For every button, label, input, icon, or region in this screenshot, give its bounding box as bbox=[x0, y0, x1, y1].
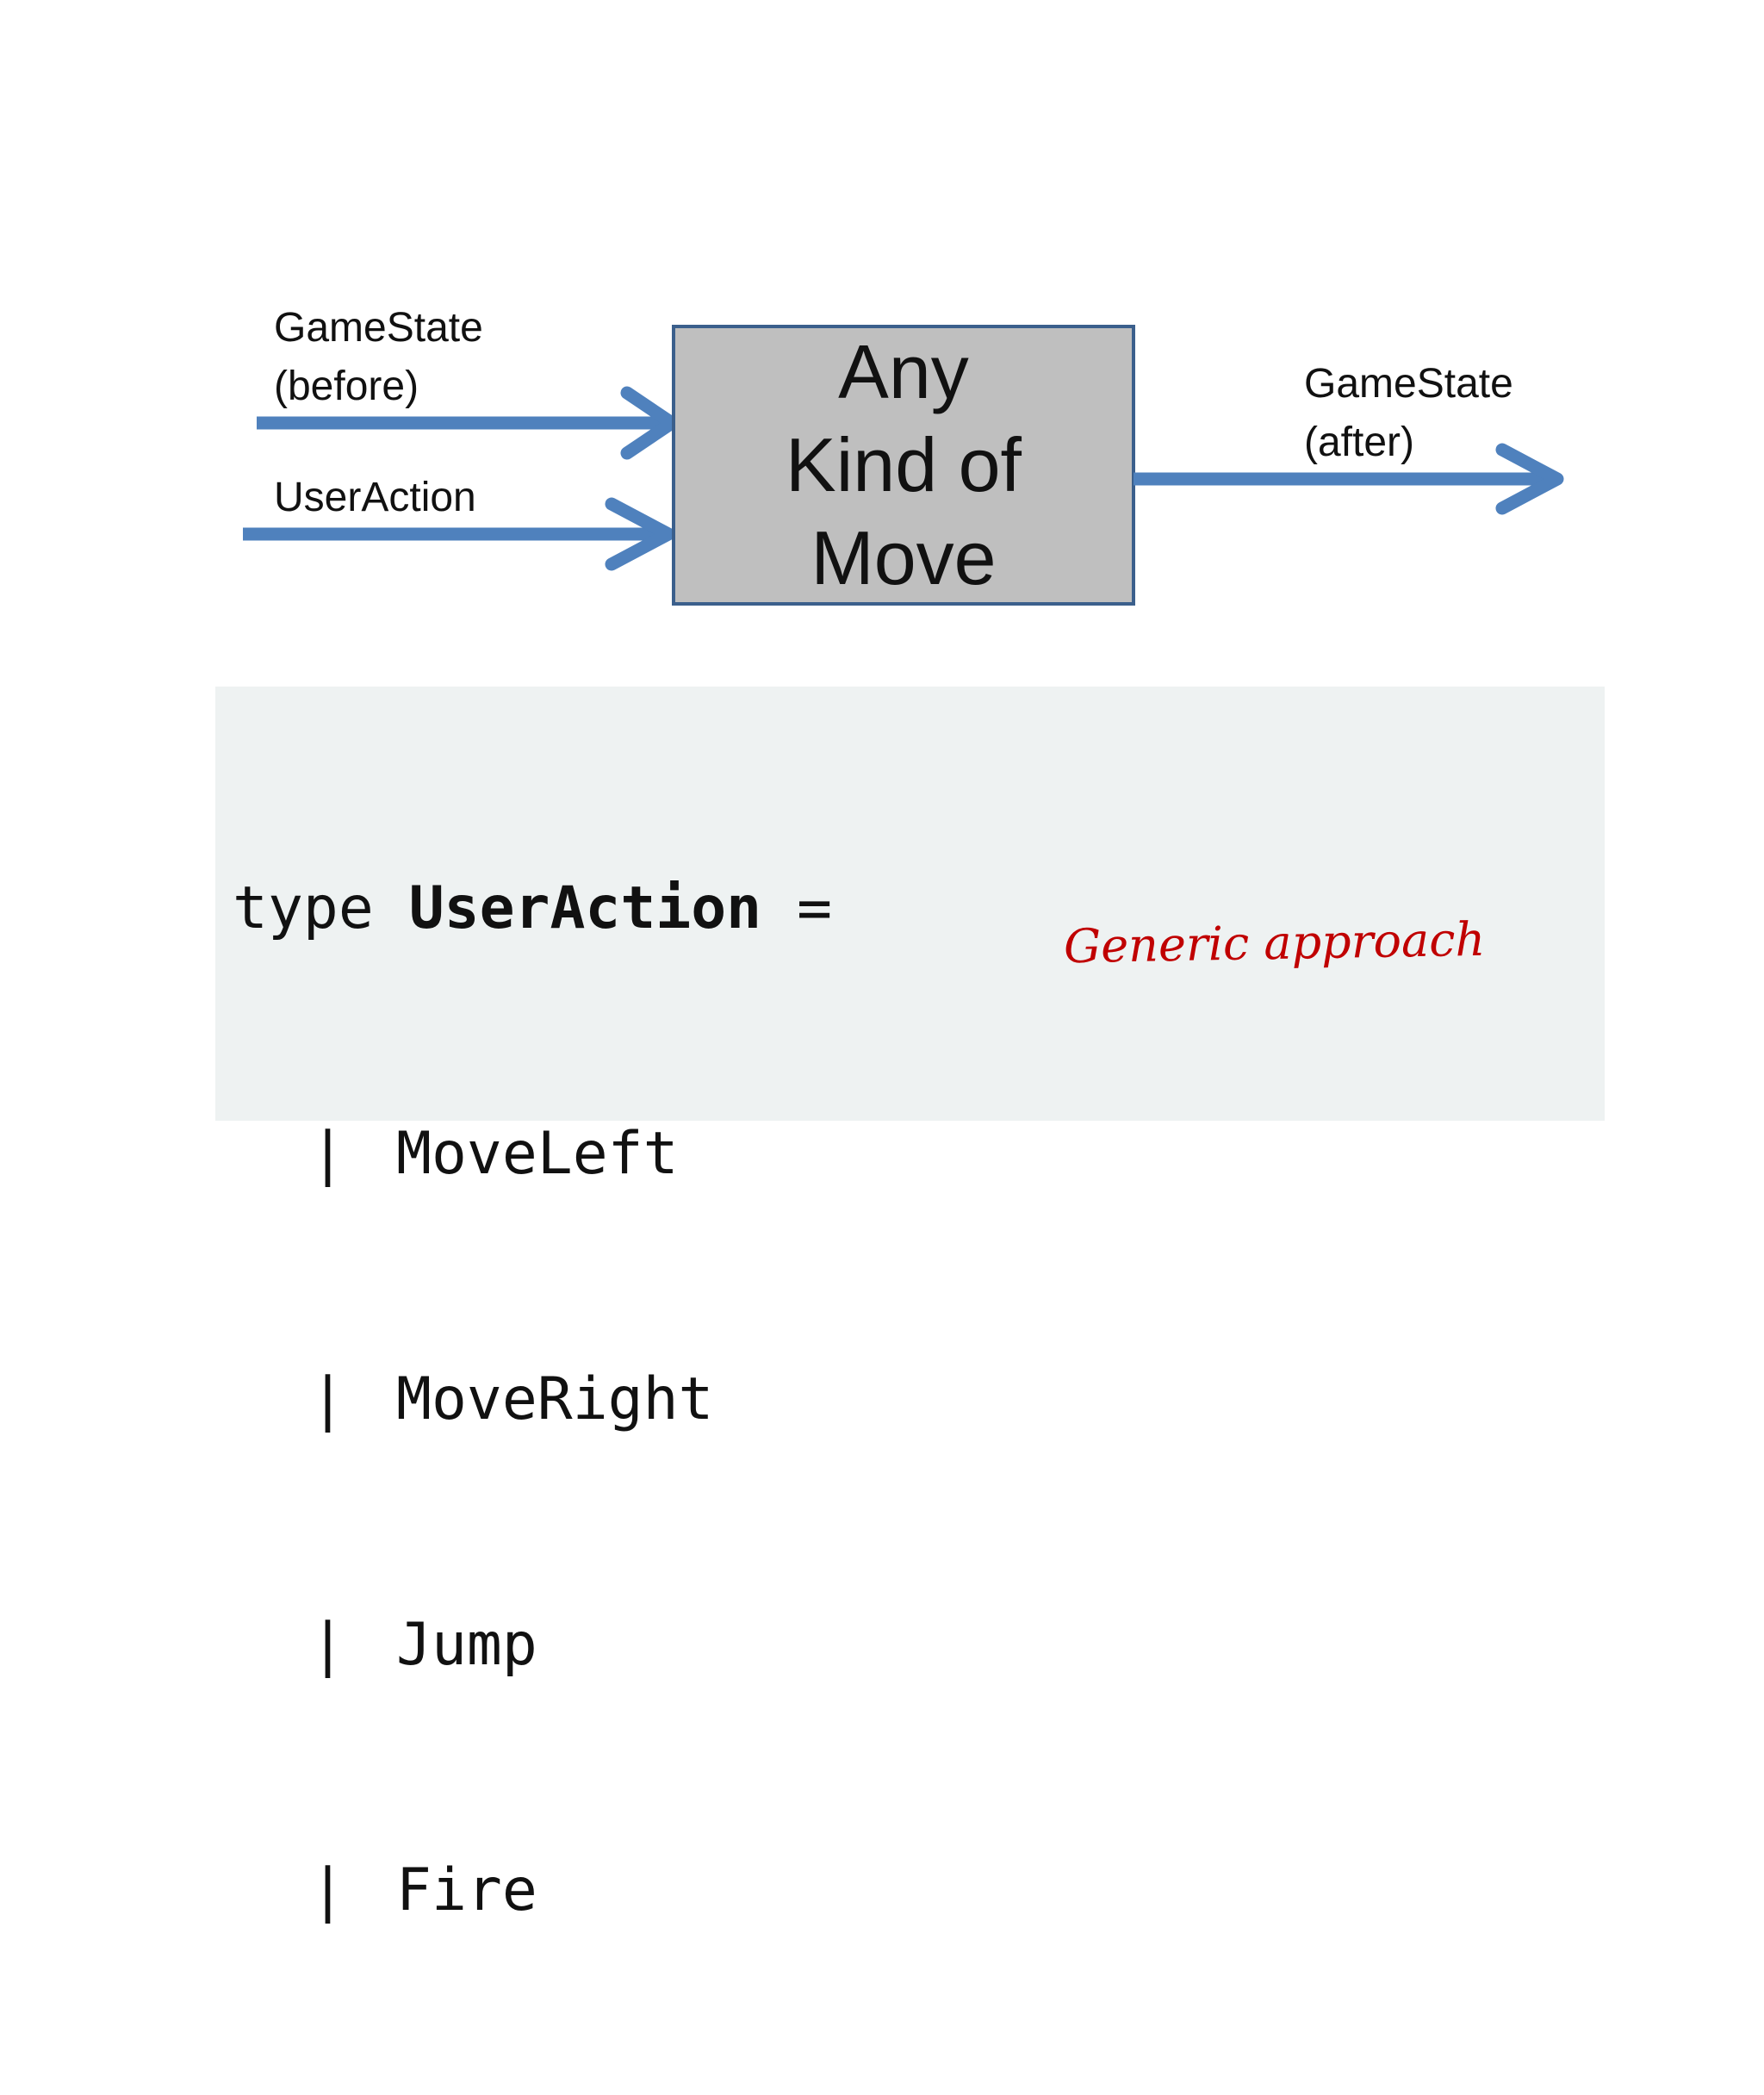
box-line-move: Move bbox=[811, 515, 997, 600]
useraction-label: UserAction bbox=[274, 469, 476, 527]
code-case-label: Fire bbox=[396, 1856, 537, 1924]
code-keyword: type bbox=[233, 874, 374, 942]
useraction-line1: UserAction bbox=[274, 475, 476, 520]
move-diagram bbox=[243, 325, 1564, 606]
code-equals: = bbox=[797, 874, 833, 942]
code-pipe: | bbox=[310, 1611, 345, 1679]
code-case-moveleft: | MoveLeft bbox=[233, 1113, 832, 1195]
gamestate-before-line2: (before) bbox=[274, 364, 419, 409]
code-block: type UserAction = | MoveLeft | MoveRight |… bbox=[233, 704, 832, 2095]
box-line-kind-of: Kind of bbox=[786, 422, 1022, 507]
move-box-text: Any Kind of Move bbox=[674, 327, 1134, 603]
gamestate-after-line1: GameState bbox=[1304, 361, 1513, 407]
code-type-name: UserAction bbox=[408, 874, 762, 942]
code-type-declaration: type UserAction = bbox=[233, 867, 832, 949]
gamestate-before-label: GameState (before) bbox=[274, 299, 483, 416]
code-pipe: | bbox=[310, 1365, 345, 1433]
code-pipe: | bbox=[310, 1120, 345, 1188]
code-case-label: MoveLeft bbox=[396, 1120, 679, 1188]
gamestate-after-line2: (after) bbox=[1304, 420, 1415, 465]
code-case-jump: | Jump bbox=[233, 1604, 832, 1686]
output-arrow-gamestate bbox=[1134, 443, 1564, 515]
code-panel: type UserAction = | MoveLeft | MoveRight |… bbox=[215, 687, 1605, 1924]
input-arrow-useraction bbox=[243, 497, 675, 571]
code-case-fire: | Fire bbox=[233, 1849, 832, 1931]
generic-approach-annotation: Generic approach bbox=[1063, 911, 1486, 974]
code-case-moveright: | MoveRight bbox=[233, 1358, 832, 1440]
code-pipe: | bbox=[310, 1856, 345, 1924]
code-case-label: MoveRight bbox=[396, 1365, 714, 1433]
code-case-label: Jump bbox=[396, 1611, 537, 1679]
gamestate-before-line1: GameState bbox=[274, 305, 483, 351]
move-box bbox=[672, 325, 1135, 606]
gamestate-after-label: GameState (after) bbox=[1304, 355, 1513, 472]
box-line-any: Any bbox=[838, 329, 969, 414]
